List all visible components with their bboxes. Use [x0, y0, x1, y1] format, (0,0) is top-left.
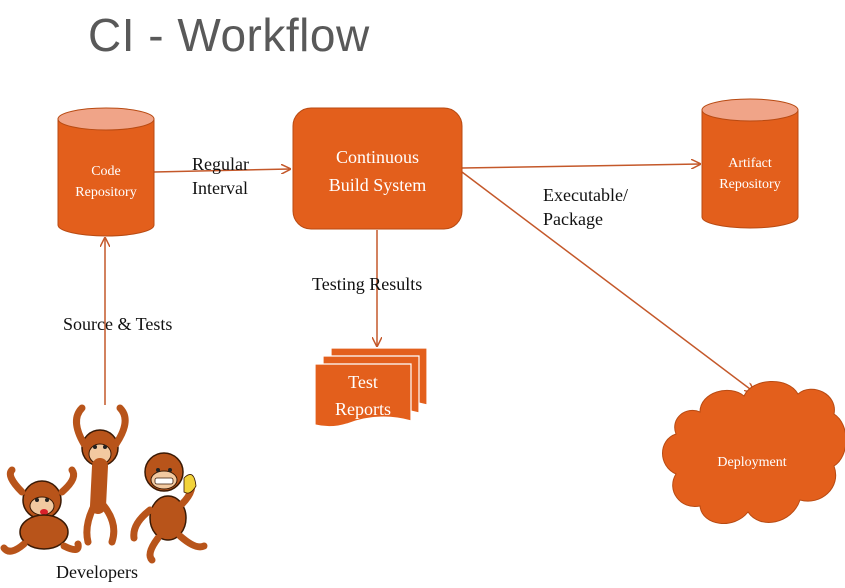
code-repository-label-line1: Code — [91, 164, 121, 179]
arrow-build-to-artifact — [461, 164, 700, 168]
developers-illustration — [0, 404, 208, 564]
deployment-label: Deployment — [717, 455, 786, 470]
build-system-node: Continuous Build System — [292, 107, 463, 230]
build-system-label-line2: Build System — [329, 175, 427, 195]
executable-package-line1: Executable/ — [543, 185, 628, 205]
executable-package-label: Executable/ Package — [543, 183, 628, 231]
artifact-repository-label-line1: Artifact — [728, 156, 772, 171]
test-reports-label-line1: Test — [348, 372, 378, 392]
test-reports-label-line2: Reports — [335, 399, 391, 419]
regular-interval-line2: Interval — [192, 178, 248, 198]
arrow-build-to-deployment — [461, 171, 754, 392]
test-reports-node: Test Reports — [314, 347, 428, 428]
executable-package-line2: Package — [543, 209, 603, 229]
arrow-code-to-build — [153, 169, 290, 172]
artifact-repository-node: Artifact Repository — [701, 98, 799, 229]
developers-label: Developers — [56, 562, 138, 582]
code-repository-node: Code Repository — [57, 107, 155, 237]
code-repository-label-line2: Repository — [75, 185, 136, 200]
build-system-label-line1: Continuous — [336, 147, 419, 167]
page-title: CI - Workflow — [88, 9, 370, 61]
artifact-repository-label-line2: Repository — [719, 177, 780, 192]
regular-interval-label: Regular Interval — [192, 152, 249, 200]
testing-results-label: Testing Results — [312, 274, 423, 294]
source-tests-label: Source & Tests — [63, 314, 173, 334]
deployment-node: Deployment — [662, 381, 845, 524]
regular-interval-line1: Regular — [192, 154, 249, 174]
